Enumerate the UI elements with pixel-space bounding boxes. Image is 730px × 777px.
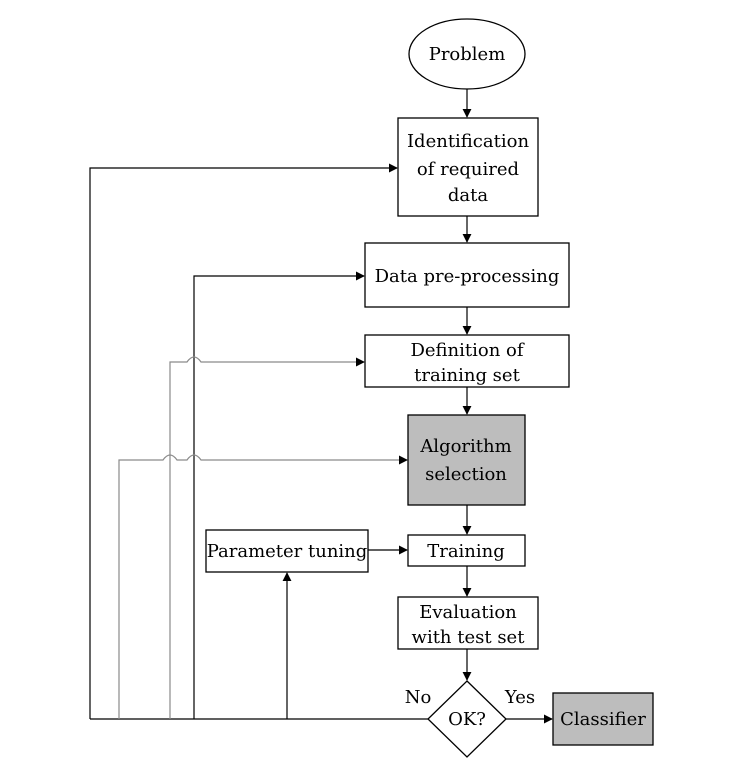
node-training-label: Training	[427, 541, 505, 562]
node-decision: OK?	[427, 680, 507, 758]
loop-to-algorithm	[118, 454, 408, 719]
node-training: Training	[407, 534, 526, 567]
node-preprocessing-label: Data pre-processing	[375, 266, 560, 287]
node-evaluation-line-1: Evaluation	[419, 602, 517, 623]
node-preprocessing: Data pre-processing	[364, 242, 570, 308]
node-definition: Definition of training set	[364, 334, 570, 388]
node-evaluation: Evaluation with test set	[397, 596, 539, 650]
node-identification-line-2: of required	[417, 159, 519, 180]
node-classifier: Classifier	[552, 692, 654, 746]
node-classifier-label: Classifier	[560, 709, 646, 730]
loop-to-preprocessing	[193, 271, 365, 719]
node-definition-line-2: training set	[414, 365, 520, 386]
node-identification-line-3: data	[448, 185, 488, 206]
node-problem: Problem	[408, 18, 526, 90]
node-algorithm: Algorithm selection	[407, 414, 526, 506]
node-algorithm-line-1: Algorithm	[419, 436, 511, 457]
label-yes: Yes	[504, 687, 535, 708]
loop-to-identification	[89, 163, 398, 719]
node-parameter-tuning-label: Parameter tuning	[207, 541, 368, 562]
node-problem-label: Problem	[429, 44, 506, 65]
node-evaluation-line-2: with test set	[412, 627, 526, 648]
loop-to-definition	[169, 356, 365, 719]
label-no: No	[405, 687, 432, 708]
node-definition-line-1: Definition of	[410, 340, 524, 361]
node-identification: Identification of required data	[397, 117, 539, 217]
node-decision-label: OK?	[448, 709, 486, 730]
node-algorithm-line-2: selection	[425, 464, 507, 485]
node-identification-line-1: Identification	[407, 131, 530, 152]
node-parameter-tuning: Parameter tuning	[205, 529, 369, 573]
